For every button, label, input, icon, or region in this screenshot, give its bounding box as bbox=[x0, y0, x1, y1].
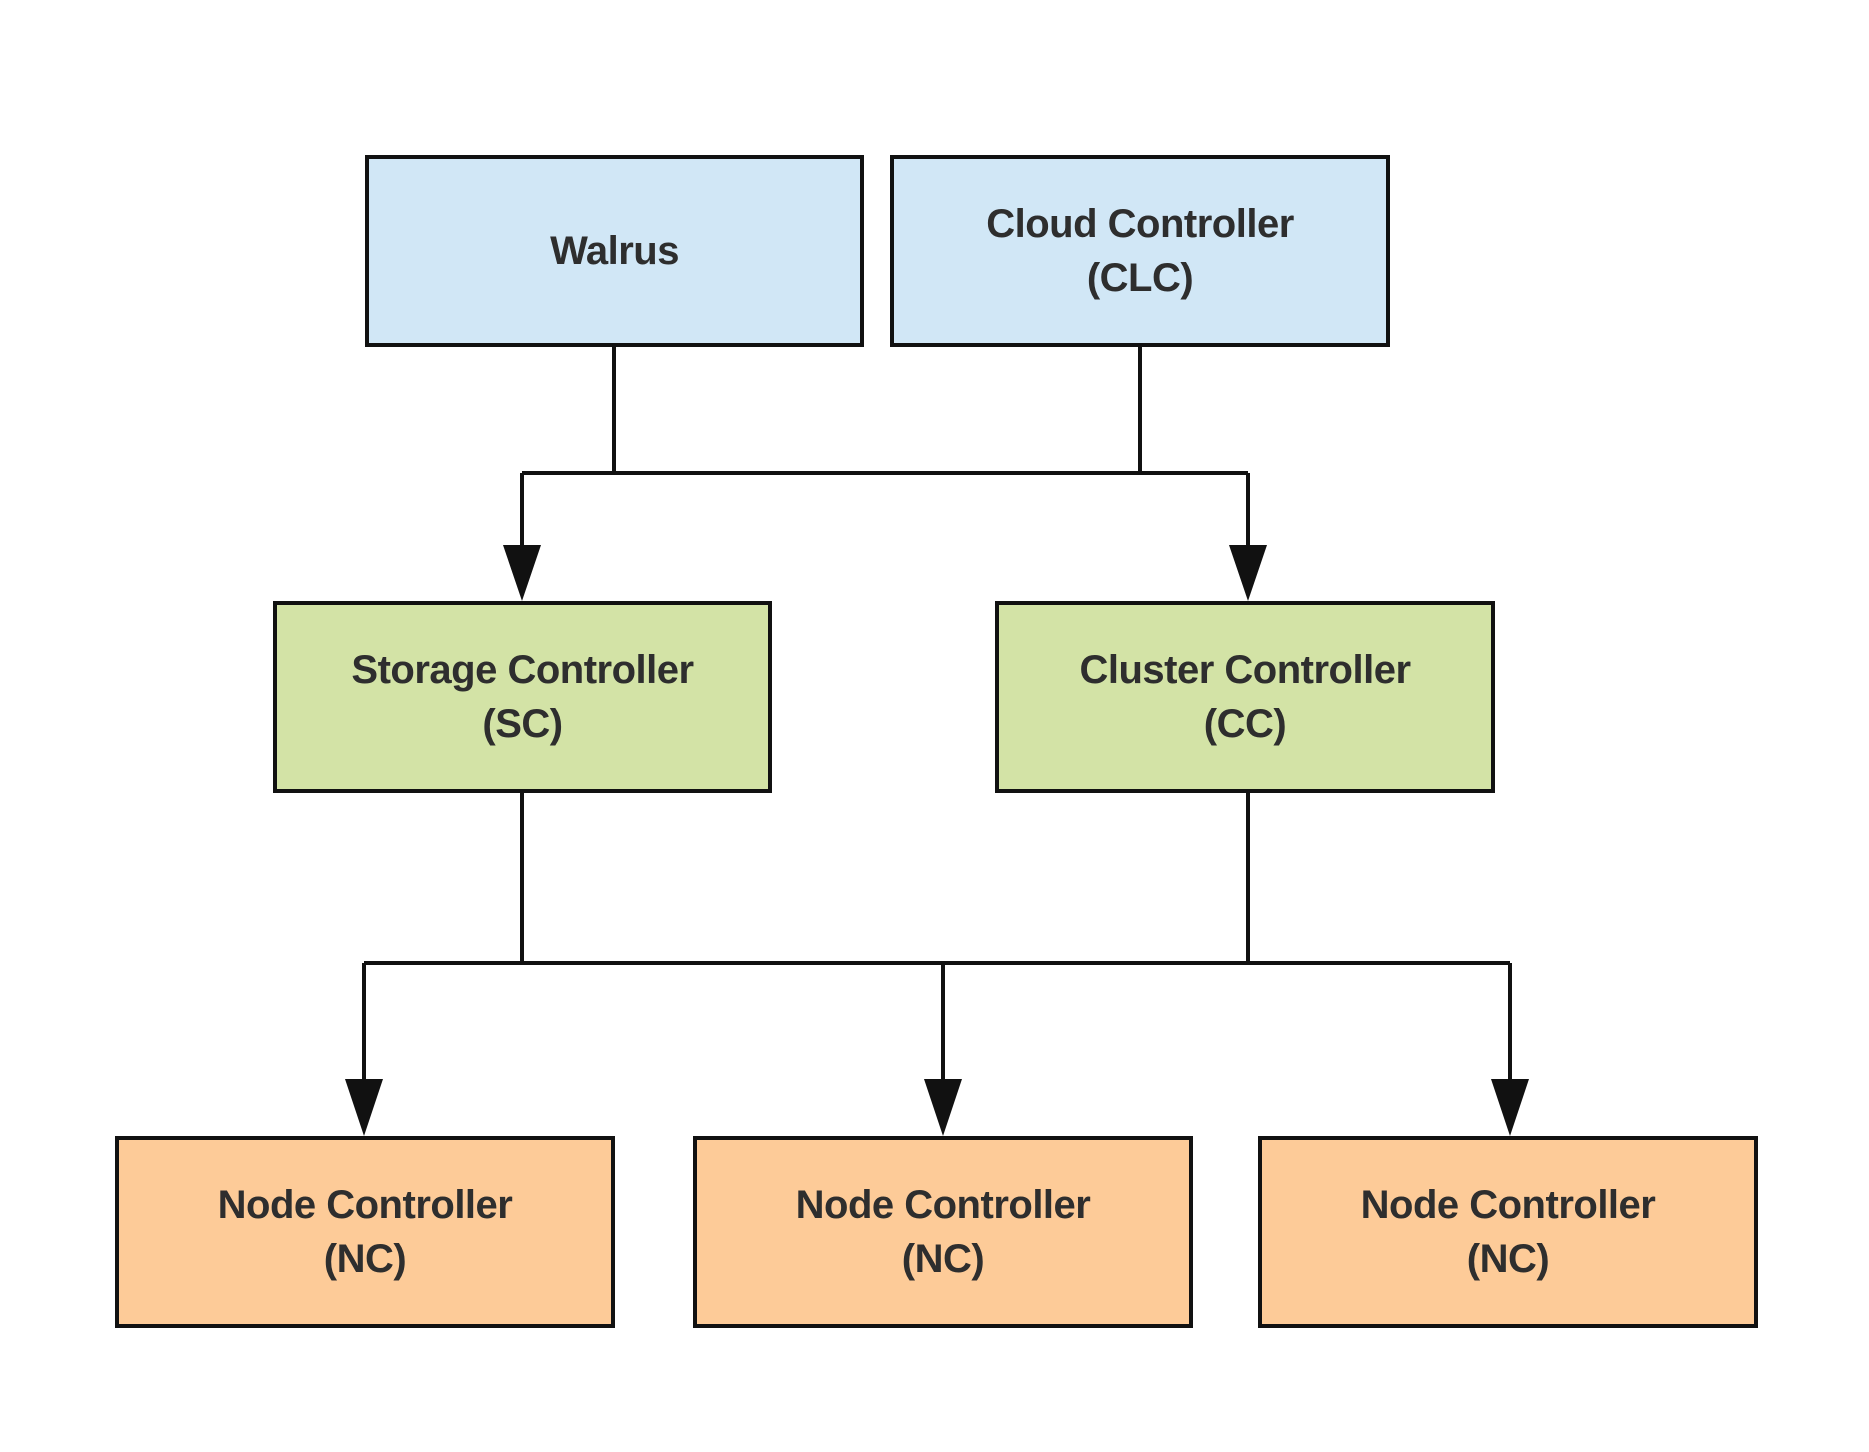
arrowhead-to-nc2 bbox=[924, 1079, 962, 1136]
node-controller-label-3: Node Controller bbox=[1360, 1183, 1656, 1227]
walrus-label: Walrus bbox=[550, 229, 679, 273]
node-controller-label-2: Node Controller bbox=[795, 1183, 1091, 1227]
storage-controller-abbr: (SC) bbox=[482, 702, 563, 746]
cloud-controller-abbr: (CLC) bbox=[1086, 256, 1194, 300]
storage-controller-box: Storage Controller (SC) bbox=[273, 601, 772, 793]
cloud-controller-box: Cloud Controller (CLC) bbox=[890, 155, 1390, 347]
node-controller-abbr-3: (NC) bbox=[1466, 1237, 1550, 1281]
walrus-box: Walrus bbox=[365, 155, 864, 347]
arrowhead-to-nc1 bbox=[345, 1079, 383, 1136]
arrowhead-to-sc bbox=[503, 545, 541, 601]
cluster-controller-box: Cluster Controller (CC) bbox=[995, 601, 1495, 793]
node-controller-box-3: Node Controller (NC) bbox=[1258, 1136, 1758, 1328]
cluster-controller-abbr: (CC) bbox=[1203, 702, 1287, 746]
storage-controller-label: Storage Controller bbox=[351, 648, 694, 692]
node-controller-abbr-2: (NC) bbox=[901, 1237, 985, 1281]
cluster-controller-label: Cluster Controller bbox=[1079, 648, 1411, 692]
node-controller-box-1: Node Controller (NC) bbox=[115, 1136, 615, 1328]
node-controller-box-2: Node Controller (NC) bbox=[693, 1136, 1193, 1328]
cloud-controller-label: Cloud Controller bbox=[986, 202, 1294, 246]
arrowhead-to-nc3 bbox=[1491, 1079, 1529, 1136]
node-controller-label-1: Node Controller bbox=[217, 1183, 513, 1227]
node-controller-abbr-1: (NC) bbox=[323, 1237, 407, 1281]
arrowhead-to-cc bbox=[1229, 545, 1267, 601]
